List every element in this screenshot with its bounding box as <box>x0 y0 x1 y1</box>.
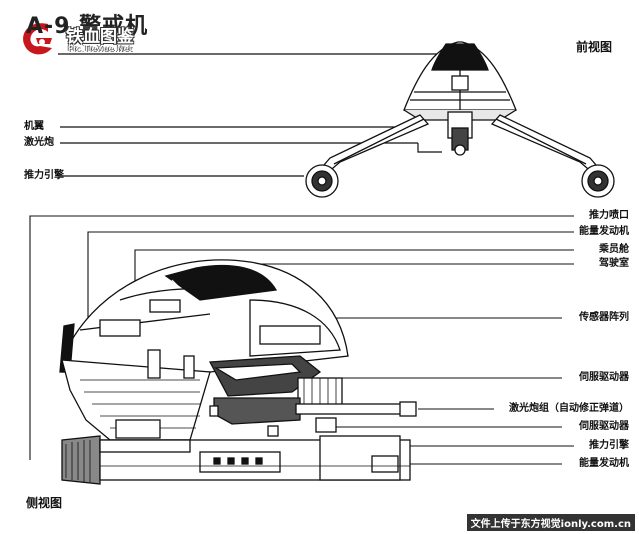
side-label-energy-engine-bottom: 能量发动机 <box>579 458 629 469</box>
front-view-title: 前视图 <box>576 40 613 54</box>
front-label-thrust-engine: 推力引擎 <box>24 170 64 181</box>
side-label-thrust-engine: 推力引擎 <box>589 440 629 451</box>
side-label-sensor-array: 传感器阵列 <box>579 312 629 323</box>
watermark-text: 铁血图鉴 <box>66 27 134 47</box>
tiexue-logo-icon <box>23 23 52 55</box>
side-view-title: 侧视图 <box>26 496 63 510</box>
side-label-energy-engine-top: 能量发动机 <box>579 226 629 237</box>
side-label-thrust-nozzle: 推力喷口 <box>589 210 629 221</box>
front-label-laser-cannon: 激光炮 <box>24 137 54 148</box>
watermark-url: Pic.TieXue.Net <box>68 44 133 53</box>
side-label-cockpit: 驾驶室 <box>599 258 629 269</box>
side-label-crew-cabin: 乘员舱 <box>599 244 629 255</box>
front-label-wing: 机翼 <box>24 121 44 132</box>
side-label-servo-drive-upper: 伺服驱动器 <box>579 372 629 383</box>
side-label-laser-gun-group: 激光炮组（自动修正弹道） <box>509 403 629 414</box>
side-label-servo-drive-lower: 伺服驱动器 <box>579 421 629 432</box>
footer-watermark: 文件上传于东方视觉ionly.com.cn <box>466 514 635 531</box>
page-title: A-9 警戒机 <box>26 14 149 39</box>
